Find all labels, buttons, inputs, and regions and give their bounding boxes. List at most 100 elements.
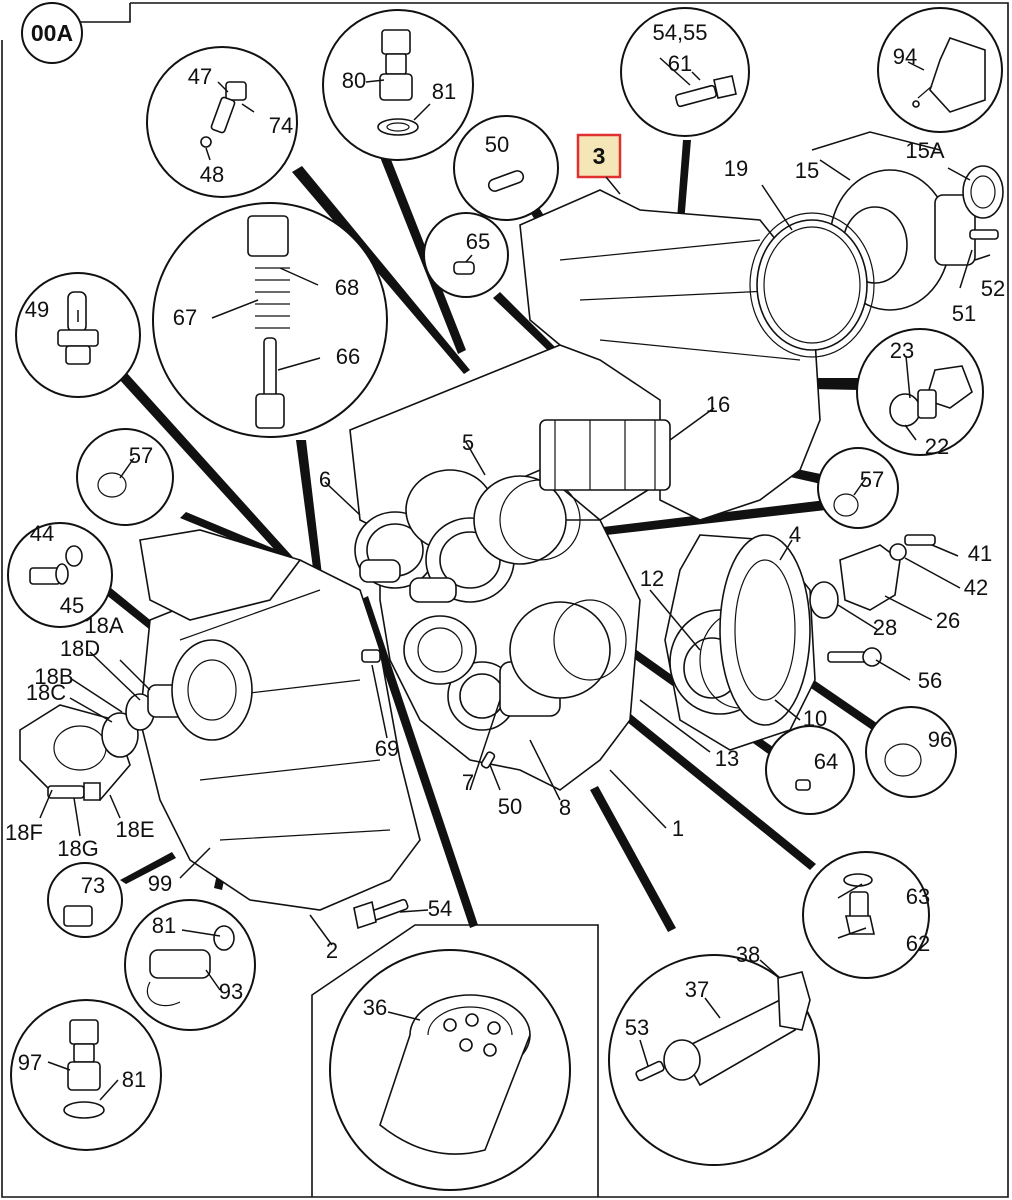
callout-label-c41: 41 (968, 541, 992, 566)
valve-block-16 (539, 419, 671, 491)
pto-assembly-15 (756, 165, 1004, 351)
callout-label-c13: 13 (715, 746, 739, 771)
callout-label-c16: 16 (706, 392, 730, 417)
callout-label-c18e: 18E (115, 817, 154, 842)
callout-label-c74: 74 (269, 113, 293, 138)
callout-label-c66: 66 (336, 344, 360, 369)
callout-label-c45: 45 (60, 593, 84, 618)
callout-label-c53: 53 (625, 1015, 649, 1040)
loose-small-parts (353, 649, 496, 930)
callout-label-c67: 67 (173, 305, 197, 330)
callout-label-c93: 93 (219, 979, 243, 1004)
callout-label-c18a: 18A (84, 613, 123, 638)
callout-label-c48: 48 (200, 162, 224, 187)
callout-label-c65: 65 (466, 229, 490, 254)
inset-3-highlight: 3 (576, 133, 622, 195)
inset-96 (865, 706, 957, 798)
inset-65 (423, 212, 509, 298)
highlighted-part-label: 3 (593, 143, 606, 169)
callout-label-c28: 28 (873, 615, 897, 640)
callout-label-c68: 68 (335, 275, 359, 300)
callout-label-c36: 36 (363, 995, 387, 1020)
callout-label-c10: 10 (803, 706, 827, 731)
callout-label-c62: 62 (906, 931, 930, 956)
callout-label-c64: 64 (814, 749, 838, 774)
callout-label-c99: 99 (148, 871, 172, 896)
callout-label-c81a: 81 (432, 79, 456, 104)
leader-lines (39, 57, 991, 1101)
callout-label-c56: 56 (918, 668, 942, 693)
callout-label-c15: 15 (795, 158, 819, 183)
inset-49 (15, 272, 141, 398)
callout-label-c1: 1 (672, 816, 684, 841)
callout-label-c57b: 57 (860, 467, 884, 492)
gear-shaft-5 (409, 475, 581, 603)
callout-label-c19: 19 (724, 156, 748, 181)
inset-94 (877, 7, 1003, 133)
callout-label-c18f: 18F (5, 820, 43, 845)
gear-shaft-6 (354, 469, 495, 589)
callout-label-c81c: 81 (122, 1067, 146, 1092)
callout-label-c42: 42 (964, 575, 988, 600)
callout-label-c44: 44 (30, 521, 54, 546)
callout-label-c50b: 50 (498, 794, 522, 819)
callout-label-c69: 69 (375, 736, 399, 761)
callout-label-c7: 7 (462, 770, 474, 795)
callout-labels: 12456781012131515A1618A18B18C18D18E18F18… (5, 20, 1005, 1092)
callout-label-c2: 2 (326, 938, 338, 963)
callout-label-c38: 38 (736, 942, 760, 967)
inset-97-81 (10, 999, 162, 1151)
callout-label-c51: 51 (952, 301, 976, 326)
callout-label-c96: 96 (928, 727, 952, 752)
flange-18-assembly (19, 639, 253, 801)
callout-label-c15a: 15A (905, 138, 944, 163)
side-plate-4 (719, 534, 811, 726)
inset-64 (765, 725, 855, 815)
gear-shaft-lower (403, 615, 477, 685)
callout-label-c6: 6 (319, 467, 331, 492)
callout-label-c22: 22 (925, 434, 949, 459)
inset-19 (749, 212, 875, 358)
inset-47-48-74 (146, 46, 298, 198)
inset-37-38-53 (608, 954, 820, 1166)
callout-label-c8: 8 (559, 795, 571, 820)
callout-label-c49: 49 (25, 297, 49, 322)
callout-label-c5455: 54,55 (652, 20, 707, 45)
callout-label-c80: 80 (342, 68, 366, 93)
callout-label-c18d: 18D (60, 636, 100, 661)
filter-inset-frame (311, 924, 599, 1197)
callout-label-c18c: 18C (26, 680, 66, 705)
inset-44-45 (7, 522, 113, 628)
callout-label-c73: 73 (81, 873, 105, 898)
callout-label-c5: 5 (462, 430, 474, 455)
callout-label-c4: 4 (789, 522, 801, 547)
inset-80-81 (322, 9, 474, 161)
inset-62-63 (802, 851, 930, 979)
callout-label-c18b: 18B (34, 664, 73, 689)
callout-label-c94: 94 (893, 44, 917, 69)
inset-54-55-61 (620, 7, 750, 137)
callout-label-c50a: 50 (485, 132, 509, 157)
inset-22-23 (856, 328, 984, 456)
callout-label-c61: 61 (668, 51, 692, 76)
callout-label-c18g: 18G (57, 836, 99, 861)
callout-label-c47: 47 (188, 64, 212, 89)
inset-36-filter (329, 949, 571, 1191)
page-code-badge: 00A (21, 2, 83, 64)
callout-label-c12: 12 (640, 566, 664, 591)
inset-57-left (76, 428, 174, 526)
callout-label-c54: 54 (428, 896, 452, 921)
callout-label-c63: 63 (906, 884, 930, 909)
yoke-26-assembly (809, 534, 936, 667)
inset-57-right (817, 447, 899, 529)
inset-81-93 (124, 899, 256, 1031)
gear-cluster (354, 419, 781, 731)
inset-50 (453, 115, 559, 221)
page-code: 00A (31, 20, 73, 46)
callout-label-c97: 97 (18, 1050, 42, 1075)
callout-label-c81b: 81 (152, 913, 176, 938)
callout-label-c57a: 57 (129, 443, 153, 468)
callout-label-c37: 37 (685, 977, 709, 1002)
